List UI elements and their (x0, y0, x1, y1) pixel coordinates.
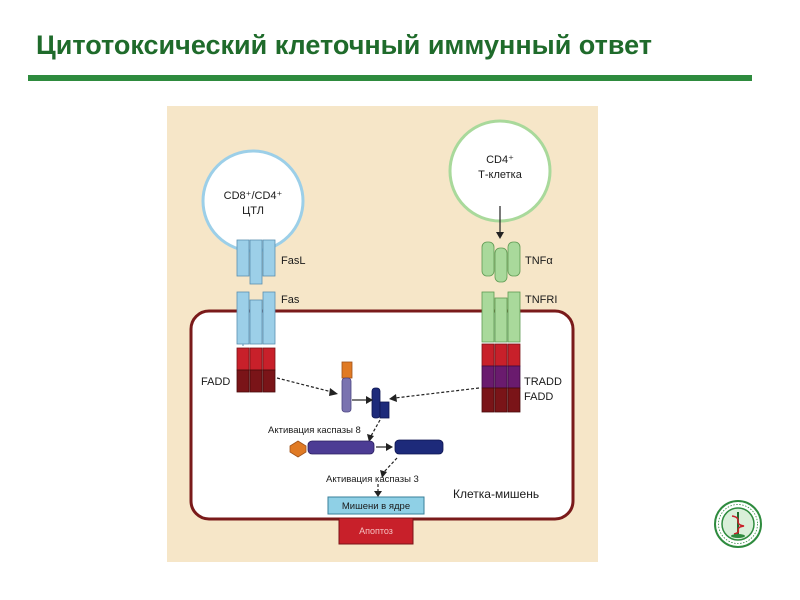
procaspase-3 (289, 440, 375, 458)
tnfri-label: TNFRI (525, 294, 557, 306)
fas-label: Fas (281, 294, 300, 306)
tradd-fadd-right (481, 343, 521, 413)
fadd-left-arrow (276, 377, 333, 393)
apoptosis-label: Апоптоз (359, 526, 393, 536)
diagram-panel: CD8⁺/CD4⁺ ЦТЛ CD4⁺ Т-клетка FasL Fas FAD… (167, 106, 598, 562)
caspase-3-down-arrowhead (380, 470, 387, 478)
title-rule (28, 75, 752, 81)
tradd-label: TRADD (524, 376, 562, 388)
tcell-arrowhead (496, 232, 504, 239)
tnfa-label: TNFα (525, 255, 553, 267)
fasl-receptor (236, 239, 276, 285)
tcell-label-line1: CD4⁺ (486, 154, 514, 166)
medical-emblem-logo (714, 500, 762, 548)
fasl-label: FasL (281, 255, 305, 267)
tnfri-receptor (481, 291, 521, 343)
tcell-label-line2: Т-клетка (478, 169, 523, 181)
caspase-3-active (394, 439, 444, 455)
medical-emblem-icon (714, 500, 762, 548)
fas-receptor (236, 291, 276, 346)
caspase-3-down-arrow (383, 457, 398, 473)
tnfa-ligand (481, 241, 521, 283)
apoptosis-box (338, 517, 414, 545)
fadd-left-label: FADD (201, 376, 230, 388)
ctl-label-line1: CD8⁺/CD4⁺ (224, 190, 283, 202)
fadd-left-arrowhead (329, 388, 338, 396)
target-cell-label: Клетка-мишень (453, 487, 539, 501)
caspase-3-arrowhead (386, 443, 393, 451)
apoptosis-diagram: CD8⁺/CD4⁺ ЦТЛ CD4⁺ Т-клетка FasL Fas FAD… (189, 119, 575, 545)
fadd-right-label: FADD (524, 391, 553, 403)
caspase-3-label: Активация каспазы 3 (326, 474, 419, 485)
procaspase-arrowhead (366, 396, 373, 404)
slide-title: Цитотоксический клеточный иммунный ответ (36, 30, 652, 60)
tradd-arrow (394, 387, 480, 399)
caspase-8-label: Активация каспазы 8 (268, 425, 361, 436)
procaspase-8 (341, 361, 353, 413)
nucleus-targets-box (327, 496, 425, 515)
fadd-left (236, 347, 276, 393)
nucleus-targets-label: Мишени в ядре (342, 501, 410, 512)
ctl-label-line2: ЦТЛ (242, 205, 264, 217)
caspase-8-down-arrow (370, 419, 381, 437)
tradd-arrowhead (389, 394, 397, 402)
caspase-8-down-arrowhead (367, 434, 374, 442)
caspase-8-active (371, 387, 390, 419)
nucleus-arrowhead (374, 491, 382, 497)
